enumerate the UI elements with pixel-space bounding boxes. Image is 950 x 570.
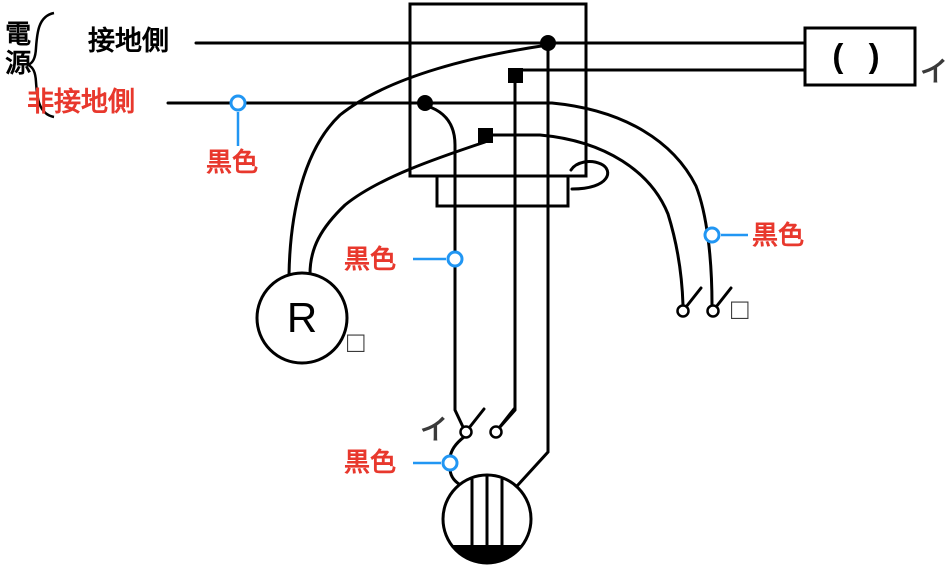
right-switch-terminal-right (706, 304, 720, 318)
receptacle-symbol-text: ( ) (832, 37, 888, 74)
bottom-switch-circuit-label: イ (420, 414, 449, 445)
right-switch-terminal-left (676, 304, 690, 318)
ceiling-light-filled-segment (450, 545, 524, 564)
connector-square-receptacle (508, 68, 523, 83)
bottom-switch-blade-right (497, 407, 516, 430)
bottom-switch-terminal-right (489, 425, 503, 439)
bottom-switch-feed-wire (425, 104, 465, 429)
lamp-outline (255, 271, 349, 365)
receptacle-circuit-label: イ (920, 56, 949, 87)
grounded-side-label: 接地側 (88, 26, 169, 56)
right-switch-feed-wire (431, 101, 714, 307)
right-switch (676, 286, 733, 318)
black-color-note-4: 黒色 (344, 447, 397, 477)
junction-dot-ungrounded (417, 95, 433, 111)
junction-box-neck (435, 174, 570, 208)
black-color-note-2: 黒色 (344, 244, 397, 274)
lamp-grounded-wire (287, 43, 550, 277)
black-wire-marker-3 (703, 226, 721, 244)
black-wire-marker-1 (229, 94, 247, 112)
right-switch-circuit-mark: □ (731, 294, 749, 326)
lamp-circuit-mark: □ (347, 327, 365, 359)
lamp-letter: R (286, 294, 318, 341)
connector-square-lamp (478, 128, 493, 143)
right-switch-blade-left (684, 286, 703, 309)
bottom-switch (459, 407, 516, 439)
black-wire-markers (229, 94, 748, 472)
ungrounded-side-label: 非接地側 (27, 87, 135, 117)
junction-box (408, 2, 588, 178)
receptacle-outline (803, 26, 917, 87)
black-wire-marker-2 (446, 250, 464, 268)
power-source-label: 電源 (1, 20, 32, 78)
right-switch-return-wire (490, 133, 685, 307)
black-color-note-3: 黒色 (752, 220, 805, 250)
junction-dot-grounded (540, 35, 556, 51)
ceiling-light (441, 473, 533, 565)
cable-loop (569, 160, 610, 191)
wire-group (166, 41, 807, 488)
bottom-switch-blade-left (467, 407, 486, 430)
lamp-live-wire (308, 140, 487, 276)
bottom-switch-terminal-left (459, 425, 473, 439)
black-color-note-1: 黒色 (206, 147, 259, 177)
ceiling-light-grounded-wire (515, 48, 550, 488)
black-wire-marker-4 (441, 454, 459, 472)
power-source-brace (24, 11, 55, 119)
right-switch-blade-right (714, 286, 733, 309)
